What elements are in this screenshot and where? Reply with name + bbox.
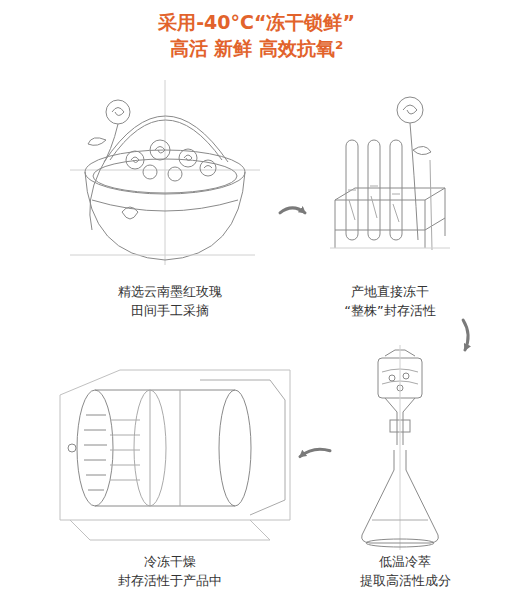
freeze-dryer-sketch-part [150, 390, 180, 506]
basket-sketch-part [90, 124, 118, 230]
freeze-dryer-sketch-part [200, 380, 285, 515]
test-tube-sketch-part [349, 196, 399, 222]
basket-sketch-part [112, 108, 124, 116]
diagram-title: 采用-40°C“冻干锁鲜” [0, 10, 513, 34]
basket-sketch-part [168, 167, 182, 181]
basket-sketch-part [155, 147, 165, 154]
basket-sketch-part [150, 140, 170, 160]
test-tube-sketch-part [403, 105, 417, 114]
extraction-apparatus-sketch-part [366, 539, 434, 547]
basket-sketch-part [93, 159, 237, 193]
freeze-dryer-sketch [60, 370, 290, 540]
step-caption: 冷冻干燥 封存活性于产品中 [112, 552, 228, 590]
basket-sketch-part [184, 155, 192, 161]
basket-sketch-part [122, 207, 138, 219]
test-tube-sketch-part [397, 97, 423, 123]
basket-sketch-part [143, 165, 157, 179]
basket-sketch-part [85, 172, 245, 260]
test-tube-sketch-part [348, 186, 400, 194]
extraction-apparatus-sketch [362, 345, 439, 550]
basket-sketch-part [131, 157, 139, 163]
freeze-dryer-sketch-part [68, 444, 76, 452]
freeze-dryer-sketch-part [84, 415, 107, 490]
basket-sketch-part [88, 138, 106, 146]
step-node: 产地直接冻干 “整株”封存活性 [305, 65, 475, 320]
test-tube-sketch-part [410, 123, 418, 240]
basket-sketch-part [126, 151, 144, 169]
test-tube-sketch-part [368, 140, 380, 240]
step-caption: 产地直接冻干 “整株”封存活性 [332, 282, 448, 320]
basket-sketch-part [165, 80, 166, 265]
step-node: 低温冷萃 提取高活性成分 [330, 350, 480, 590]
basket-sketch-part [106, 100, 130, 124]
basket-sketch-part [92, 200, 238, 211]
basket-sketch-part [85, 150, 245, 194]
test-tube-sketch [330, 97, 450, 250]
step-node: 精选云南墨红玫瑰 田间手工采摘 [60, 65, 280, 320]
test-tube-sketch-part [413, 146, 431, 154]
basket-sketch [70, 80, 260, 265]
freeze-dryer-sketch-part [134, 390, 166, 506]
extraction-apparatus-sketch-part [400, 345, 401, 550]
freeze-dryer-sketch-part [77, 390, 113, 506]
freeze-dryer-sketch-part [70, 520, 270, 540]
freeze-dryer-sketch-part [95, 390, 235, 506]
basket-sketch-part [179, 149, 197, 167]
extraction-apparatus-sketch-part [403, 373, 409, 379]
basket-sketch-part [110, 120, 222, 160]
test-tube-sketch-part [430, 160, 432, 250]
step-node: 冷冻干燥 封存活性于产品中 [40, 360, 300, 590]
freeze-dryer-sketch-part [60, 370, 290, 520]
subtitle-label: 高活 新鲜 高效抗氧² [0, 36, 513, 60]
basket-sketch-part [70, 255, 255, 256]
extraction-apparatus-sketch-part [372, 520, 428, 521]
flow-arrow [463, 320, 468, 350]
freeze-dryer-sketch-part [219, 390, 251, 506]
step-caption: 精选云南墨红玫瑰 田间手工采摘 [112, 282, 228, 320]
test-tube-sketch-part [330, 248, 450, 249]
flow-arrow [300, 449, 330, 456]
basket-sketch-part [200, 160, 216, 176]
basket-sketch-part [204, 166, 212, 169]
freeze-dryer-sketch-part [110, 420, 140, 480]
extraction-apparatus-sketch-part [362, 450, 439, 543]
step-caption: 低温冷萃 提取高活性成分 [347, 552, 463, 590]
test-tube-sketch-part [390, 140, 402, 240]
flow-arrow [280, 208, 305, 213]
extraction-apparatus-sketch-part [389, 375, 395, 381]
